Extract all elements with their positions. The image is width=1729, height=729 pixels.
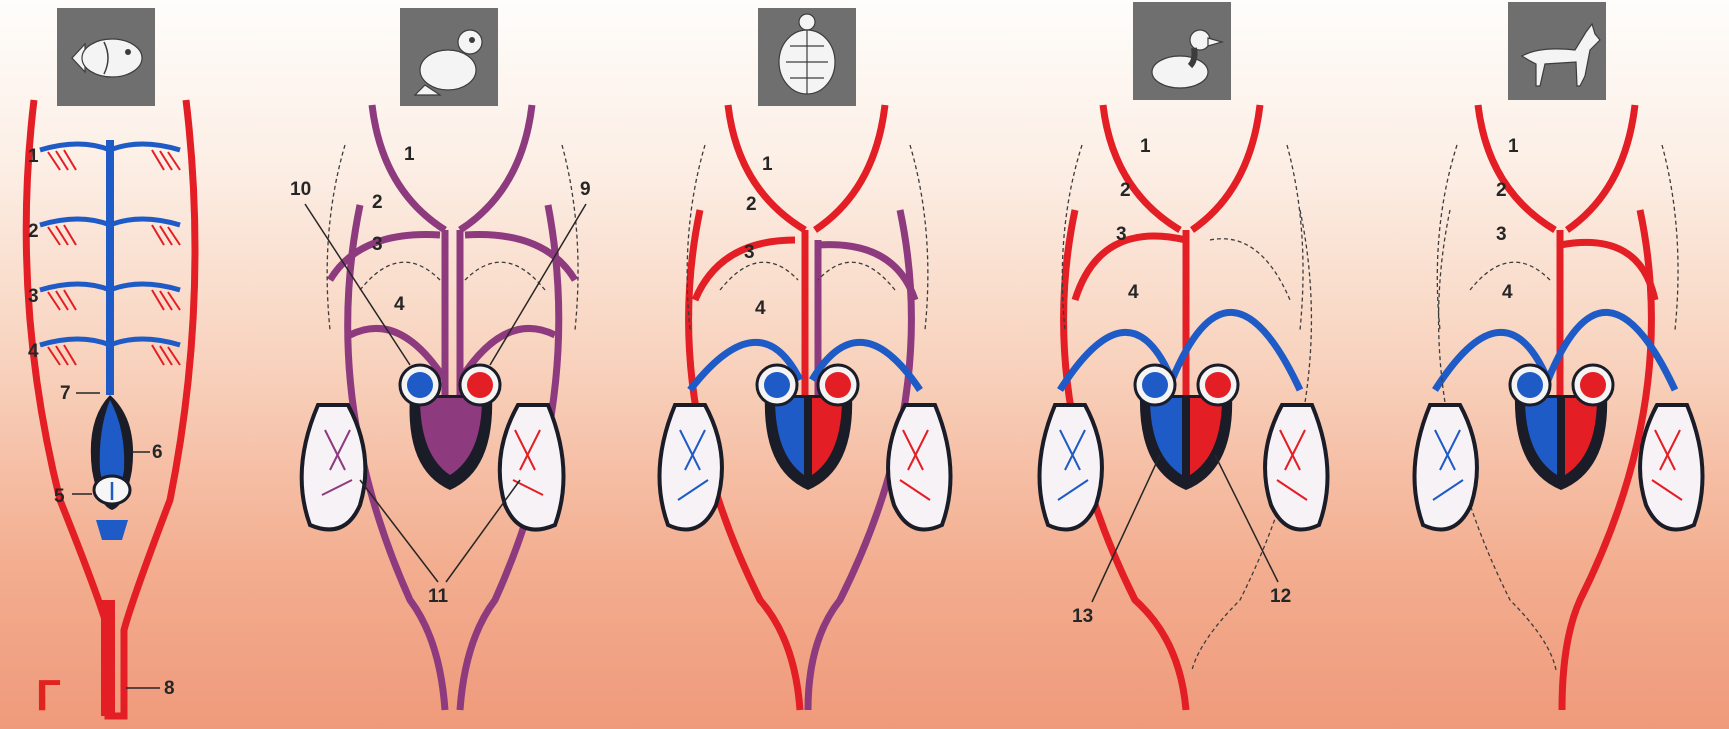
fish-label-5: 5 (54, 486, 65, 507)
dog-panel: 1 2 3 4 (1414, 2, 1702, 710)
frog-label-2: 2 (372, 192, 383, 213)
duck-label-1: 1 (1140, 136, 1151, 157)
turtle-label-4: 4 (755, 298, 766, 319)
duck-label-2: 2 (1120, 180, 1131, 201)
dog-right-lung (1640, 405, 1702, 530)
fish-label-4: 4 (28, 341, 39, 362)
turtle-label-1: 1 (762, 154, 773, 175)
figure-letter: Г (36, 671, 61, 720)
fish-label-1: 1 (28, 146, 39, 167)
turtle-right-atrium-blood (764, 372, 790, 398)
dog-right-atrium-blood (1517, 372, 1543, 398)
duck-label-12: 12 (1270, 586, 1291, 607)
frog-reduced-arches (327, 145, 578, 330)
duck-right-atrium-blood (1142, 372, 1168, 398)
fish-panel: 1 2 3 4 5 6 7 8 Г (26, 8, 195, 720)
frog-right-atrium-blood (407, 372, 433, 398)
frog-label-4: 4 (394, 294, 405, 315)
duck-left-atrium-blood (1205, 372, 1231, 398)
duck-left-lung (1039, 405, 1101, 530)
dog-label-3: 3 (1496, 224, 1507, 245)
frog-label-1: 1 (404, 144, 415, 165)
turtle-label-3: 3 (744, 242, 755, 263)
dog-label-2: 2 (1496, 180, 1507, 201)
duck-right-lung (1265, 405, 1327, 530)
dog-left-lung (1414, 405, 1476, 530)
fish-label-8: 8 (164, 678, 175, 699)
dog-label-4: 4 (1502, 282, 1513, 303)
frog-label-10: 10 (290, 179, 311, 200)
fish-label-7: 7 (60, 383, 71, 404)
turtle-left-atrium-blood (825, 372, 851, 398)
turtle-panel: 1 2 3 4 (659, 8, 950, 710)
dog-label-1: 1 (1508, 136, 1519, 157)
frog-left-respiratory-organ (302, 405, 366, 530)
frog-label-9: 9 (580, 179, 591, 200)
fish-label-3: 3 (28, 286, 39, 307)
duck-label-4: 4 (1128, 282, 1139, 303)
dog-left-atrium-blood (1580, 372, 1606, 398)
fish-label-2: 2 (28, 221, 39, 242)
fish-veins-inflow (96, 520, 128, 540)
turtle-right-lung (888, 405, 950, 530)
fish-label-6: 6 (152, 442, 163, 463)
frog-label-3: 3 (372, 234, 383, 255)
duck-panel: 1 2 3 4 12 13 (1039, 2, 1327, 710)
duck-pulmonary-arteries (1060, 312, 1300, 390)
dog-pulmonary-arteries (1435, 312, 1675, 390)
frog-panel: 1 2 3 4 9 10 11 (290, 8, 591, 710)
frog-left-atrium-blood (467, 372, 493, 398)
turtle-label-2: 2 (746, 194, 757, 215)
frog-right-respiratory-organ (500, 405, 564, 530)
frog-label-11: 11 (428, 586, 449, 607)
duck-label-3: 3 (1116, 224, 1127, 245)
duck-label-13: 13 (1072, 606, 1093, 627)
turtle-left-lung (659, 405, 721, 530)
